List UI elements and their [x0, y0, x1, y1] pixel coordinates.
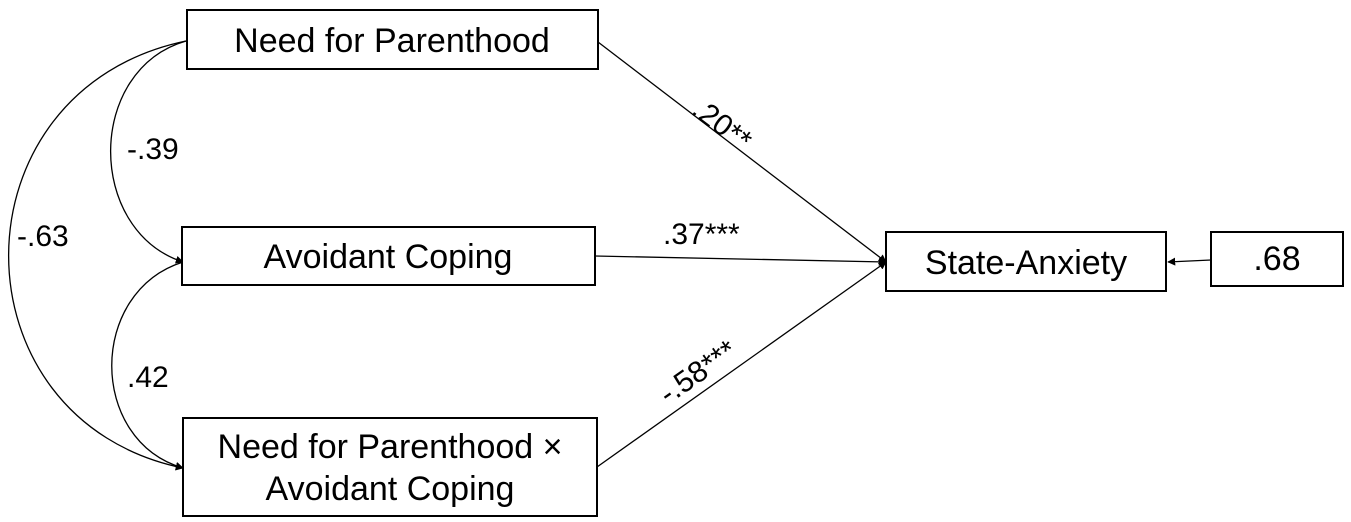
correlation-curve-need-avoidant	[109, 35, 195, 264]
node-label-need-for-parenthood: Need for Parenthood	[234, 22, 550, 60]
node-label-state-anxiety: State-Anxiety	[925, 244, 1127, 282]
node-label-interaction-line2: Avoidant Coping	[266, 470, 515, 508]
correlation-label-need-avoidant: -.39	[127, 133, 179, 166]
node-label-avoidant-coping: Avoidant Coping	[264, 238, 513, 276]
node-box-residual	[1210, 231, 1344, 287]
node-label-residual: .68	[1253, 240, 1300, 278]
node-box-need-for-parenthood	[186, 9, 599, 70]
correlation-label-need-interaction: -.63	[17, 220, 69, 253]
residual-arrow	[1167, 257, 1212, 266]
correlation-label-avoidant-interaction: .42	[127, 361, 169, 394]
node-box-avoidant-coping	[181, 226, 596, 286]
node-box-state-anxiety	[885, 231, 1167, 292]
path-arrow-interaction-to-anxiety	[596, 261, 887, 468]
path-label-avoidant-to-anxiety: .37***	[663, 218, 740, 251]
path-arrow-need-to-anxiety	[597, 41, 887, 263]
path-label-need-to-anxiety: .20**	[686, 92, 758, 158]
node-label-interaction-line1: Need for Parenthood ×	[218, 428, 563, 466]
correlation-curve-avoidant-interaction	[111, 256, 192, 470]
node-box-interaction	[182, 417, 598, 517]
path-arrow-avoidant-to-anxiety	[594, 255, 887, 266]
correlation-curve-need-interaction	[8, 35, 194, 471]
